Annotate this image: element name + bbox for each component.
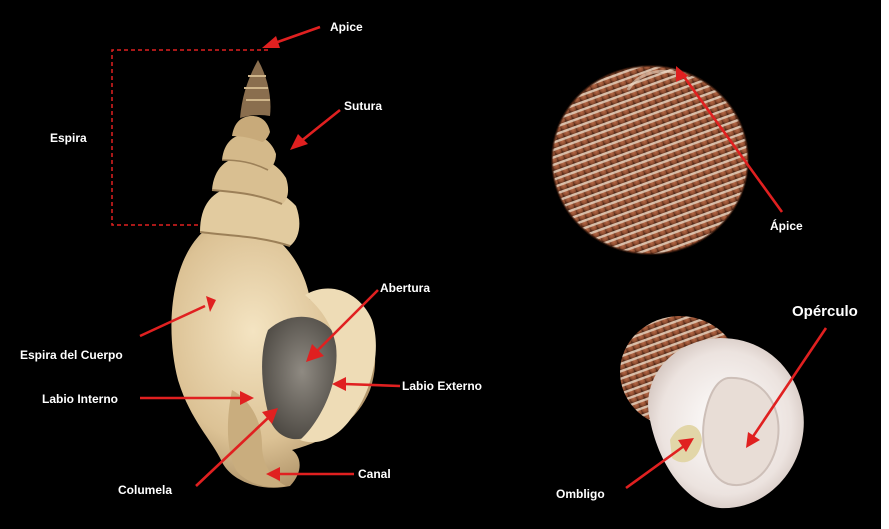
label-abertura: Abertura — [380, 281, 430, 295]
label-apice: Apice — [330, 20, 363, 34]
label-canal: Canal — [358, 467, 391, 481]
label-operculo: Opérculo — [792, 303, 858, 320]
label-espira-cuerpo: Espira del Cuerpo — [20, 348, 123, 362]
striped-shell-top-illustration — [552, 66, 748, 254]
label-espira: Espira — [50, 131, 87, 145]
label-columela: Columela — [118, 483, 172, 497]
label-ombligo: Ombligo — [556, 487, 605, 501]
label-apice-right: Ápice — [770, 218, 803, 233]
label-labio-externo: Labio Externo — [402, 379, 482, 393]
label-sutura: Sutura — [344, 99, 382, 113]
label-labio-interno: Labio Interno — [42, 392, 118, 406]
